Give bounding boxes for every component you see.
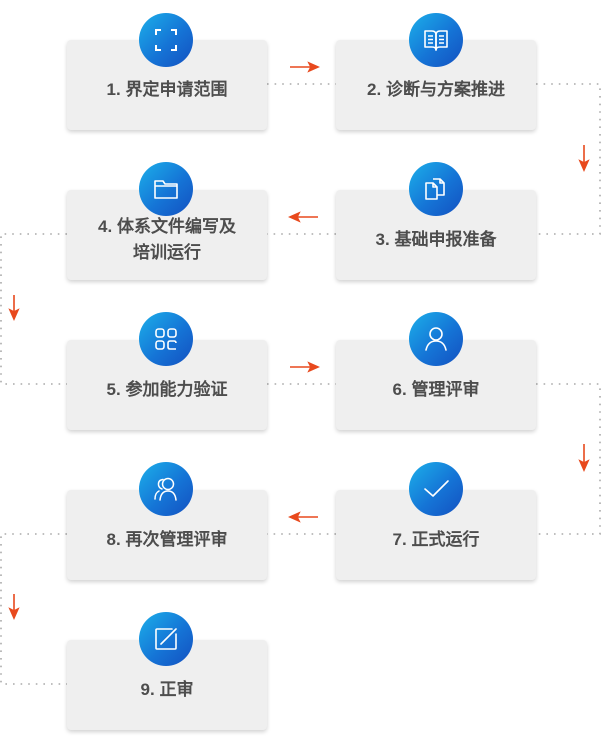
step-label: 9. 正审 bbox=[140, 680, 194, 699]
arrow-down-2-3 bbox=[578, 145, 590, 172]
step-label: 1. 界定申请范围 bbox=[106, 80, 228, 99]
step-label: 3. 基础申报准备 bbox=[375, 230, 497, 249]
arrow-right-1-2 bbox=[290, 61, 320, 73]
step-label: 5. 参加能力验证 bbox=[106, 380, 228, 399]
connector-2-3 bbox=[267, 83, 601, 235]
users-icon bbox=[139, 462, 193, 516]
arrow-down-6-7 bbox=[578, 444, 590, 472]
documents-icon bbox=[409, 162, 463, 216]
open-book-icon bbox=[409, 13, 463, 67]
step-label: 4. 体系文件编写及 培训运行 bbox=[98, 217, 236, 262]
step-label: 6. 管理评审 bbox=[392, 380, 480, 399]
step-label: 2. 诊断与方案推进 bbox=[367, 80, 505, 99]
step-label: 8. 再次管理评审 bbox=[106, 530, 228, 549]
checkmark-icon bbox=[409, 462, 463, 516]
apps-grid-icon bbox=[139, 312, 193, 366]
arrow-left-3-4 bbox=[288, 211, 318, 223]
user-icon bbox=[409, 312, 463, 366]
arrow-down-4-5 bbox=[8, 295, 20, 321]
folder-icon bbox=[139, 162, 193, 216]
edit-square-icon bbox=[139, 612, 193, 666]
step-label: 7. 正式运行 bbox=[392, 530, 480, 549]
step-card-1: 1. 界定申请范围 bbox=[67, 40, 267, 130]
arrow-right-5-6 bbox=[290, 361, 320, 373]
arrow-left-7-8 bbox=[288, 511, 318, 523]
arrow-down-8-9 bbox=[8, 594, 20, 620]
scan-frame-icon bbox=[139, 13, 193, 67]
connector-6-7 bbox=[267, 383, 601, 535]
